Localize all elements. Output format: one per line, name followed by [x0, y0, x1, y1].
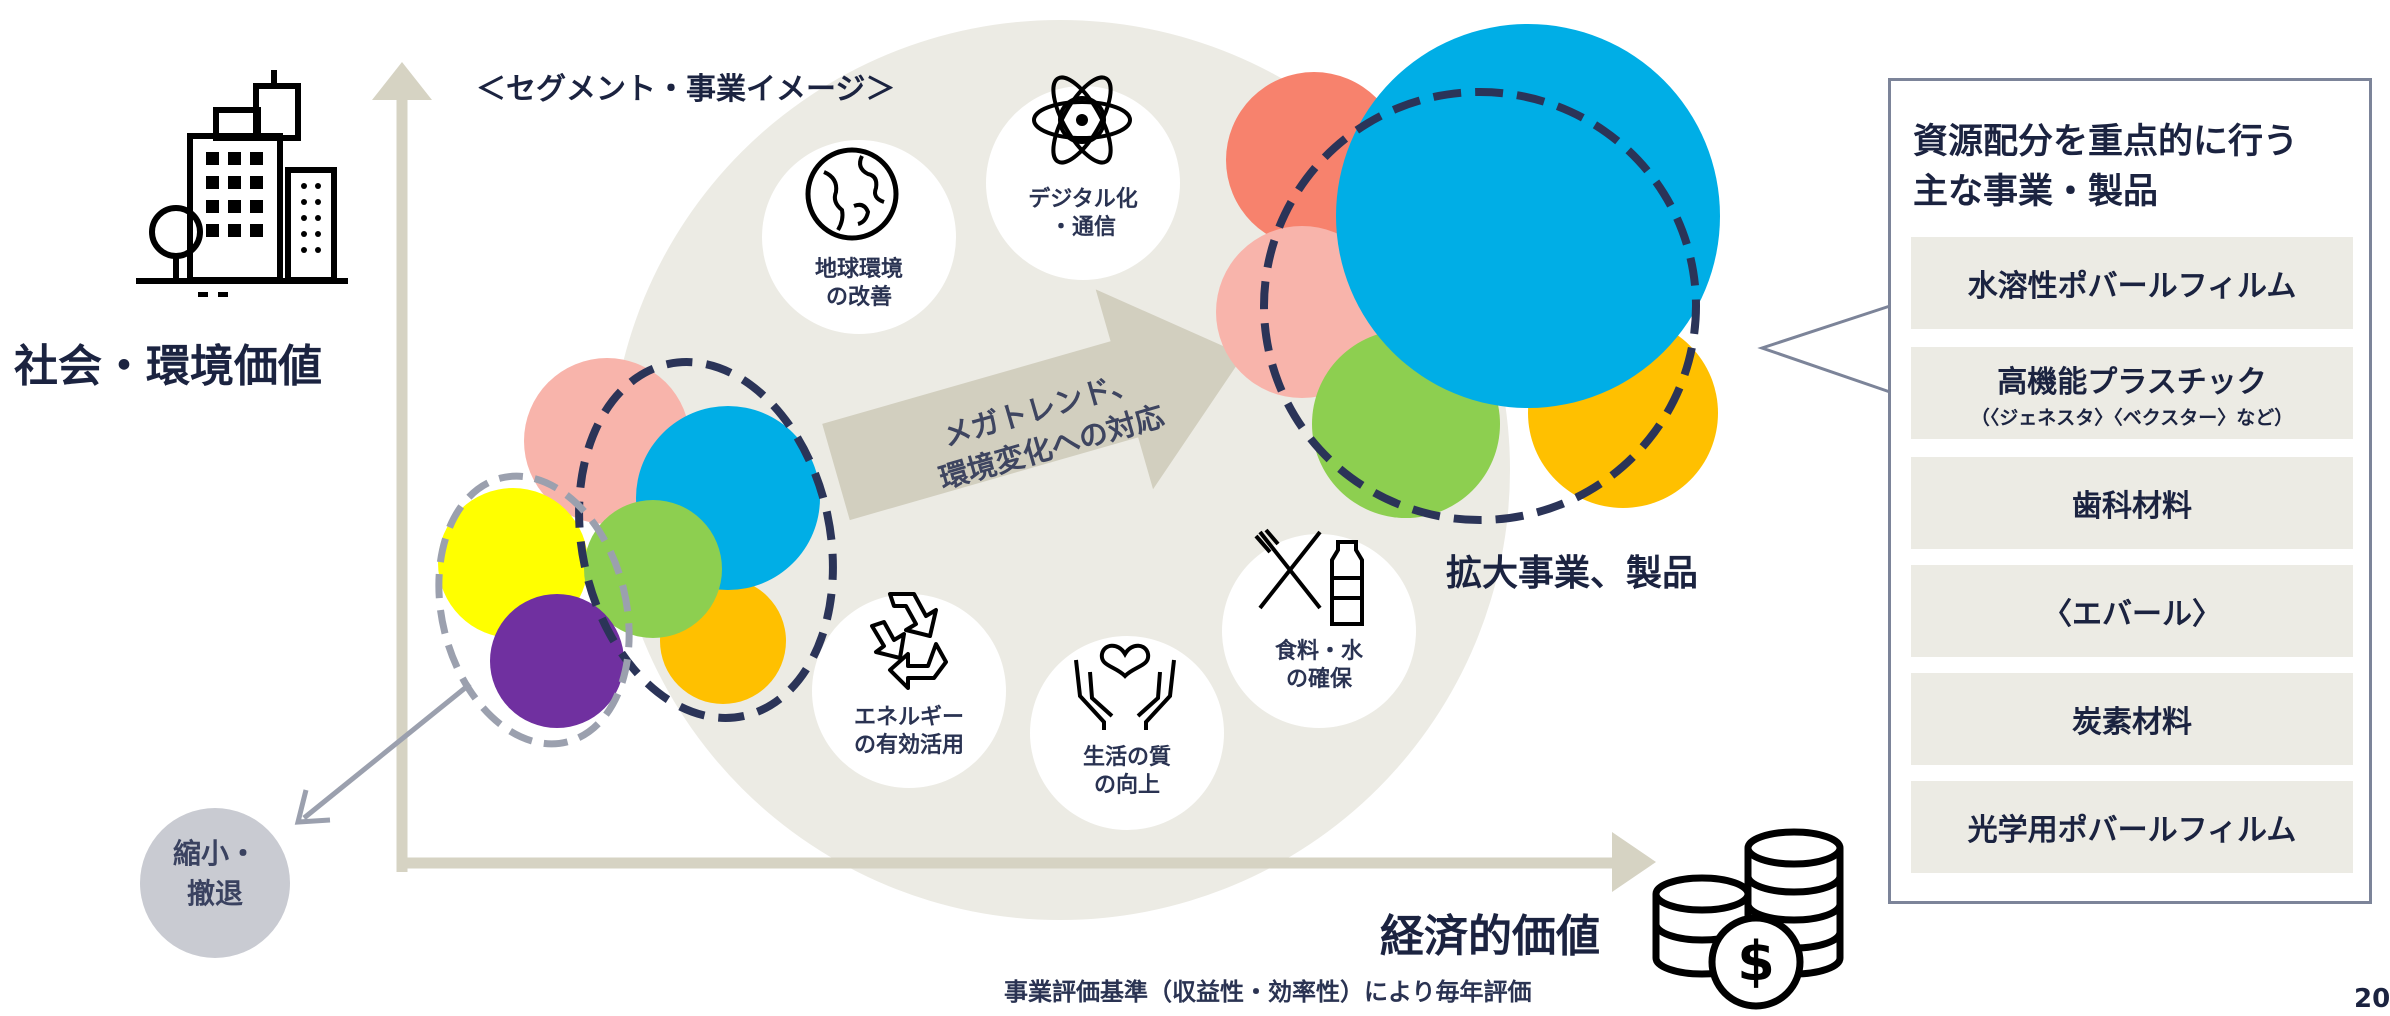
theme-bubble-food: [1222, 534, 1416, 728]
globe-icon: [805, 147, 899, 241]
theme-label-energy: エネルギー の有効活用: [853, 705, 964, 758]
shrink-dashed-outline: [435, 472, 633, 748]
theme-label-food: 食料・水 の確保: [1274, 639, 1363, 692]
theme-label-digital: デジタル化 ・通信: [1028, 187, 1138, 240]
svg-text:$: $: [1737, 930, 1775, 993]
product-name: 〈エバール〉: [2042, 597, 2222, 632]
product-name: 炭素材料: [2072, 705, 2192, 740]
product-name: 光学用ポバールフィルム: [1967, 813, 2297, 848]
social-value-label: 社会・環境価値: [14, 341, 322, 392]
shrink-label: 縮小・ 撤退: [172, 837, 257, 910]
shrink-circle: [140, 808, 290, 958]
expand-bubble-blue: [1336, 24, 1720, 408]
expand-label: 拡大事業、製品: [1446, 553, 1699, 594]
product-item: 歯科材料: [1911, 457, 2353, 549]
panel-title: 資源配分を重点的に行う 主な事業・製品: [1913, 122, 2299, 212]
product-item: 高機能プラスチック （〈ジェネスタ〉〈ベクスター〉など）: [1911, 347, 2353, 439]
food-water-icon: [1254, 528, 1364, 626]
buildings-icon: [136, 70, 348, 297]
segment-image-label: ＜セグメント・事業イメージ＞: [476, 72, 896, 107]
page-number: 20: [2354, 984, 2390, 1014]
hands-heart-icon: [1074, 643, 1176, 730]
theme-label-quality: 生活の質 の向上: [1082, 745, 1171, 798]
focus-products-panel: 資源配分を重点的に行う 主な事業・製品 水溶性ポバールフィルム 高機能プラスチッ…: [1888, 78, 2372, 904]
product-item: 炭素材料: [1911, 673, 2353, 765]
product-item: 光学用ポバールフィルム: [1911, 781, 2353, 873]
theme-label-earth: 地球環境 の改善: [814, 257, 903, 310]
coins-dollar-icon: $: [1652, 828, 1844, 1010]
segment-bubble-green: [584, 500, 722, 638]
evaluation-note: 事業評価基準（収益性・効率性）により毎年評価: [1004, 978, 1532, 1006]
y-axis-arrowhead: [372, 62, 432, 100]
product-name: 歯科材料: [2072, 489, 2192, 524]
theme-bubble-quality: [1030, 636, 1224, 830]
shrink-arrowhead: [294, 789, 331, 825]
product-item: 水溶性ポバールフィルム: [1911, 237, 2353, 329]
product-name: 水溶性ポバールフィルム: [1967, 269, 2297, 304]
recycle-icon: [870, 592, 948, 690]
product-item: 〈エバール〉: [1911, 565, 2353, 657]
current-business-dashed-outline: [575, 358, 837, 722]
atom-icon: [1032, 75, 1132, 165]
x-axis-arrowhead: [1612, 832, 1656, 892]
segment-bubble-purple: [490, 594, 624, 728]
economic-value-label: 経済的価値: [1380, 911, 1600, 962]
product-name: 高機能プラスチック: [1997, 364, 2267, 400]
shrink-arrow: [302, 682, 472, 820]
product-sub: （〈ジェネスタ〉〈ベクスター〉など）: [1970, 406, 2294, 429]
